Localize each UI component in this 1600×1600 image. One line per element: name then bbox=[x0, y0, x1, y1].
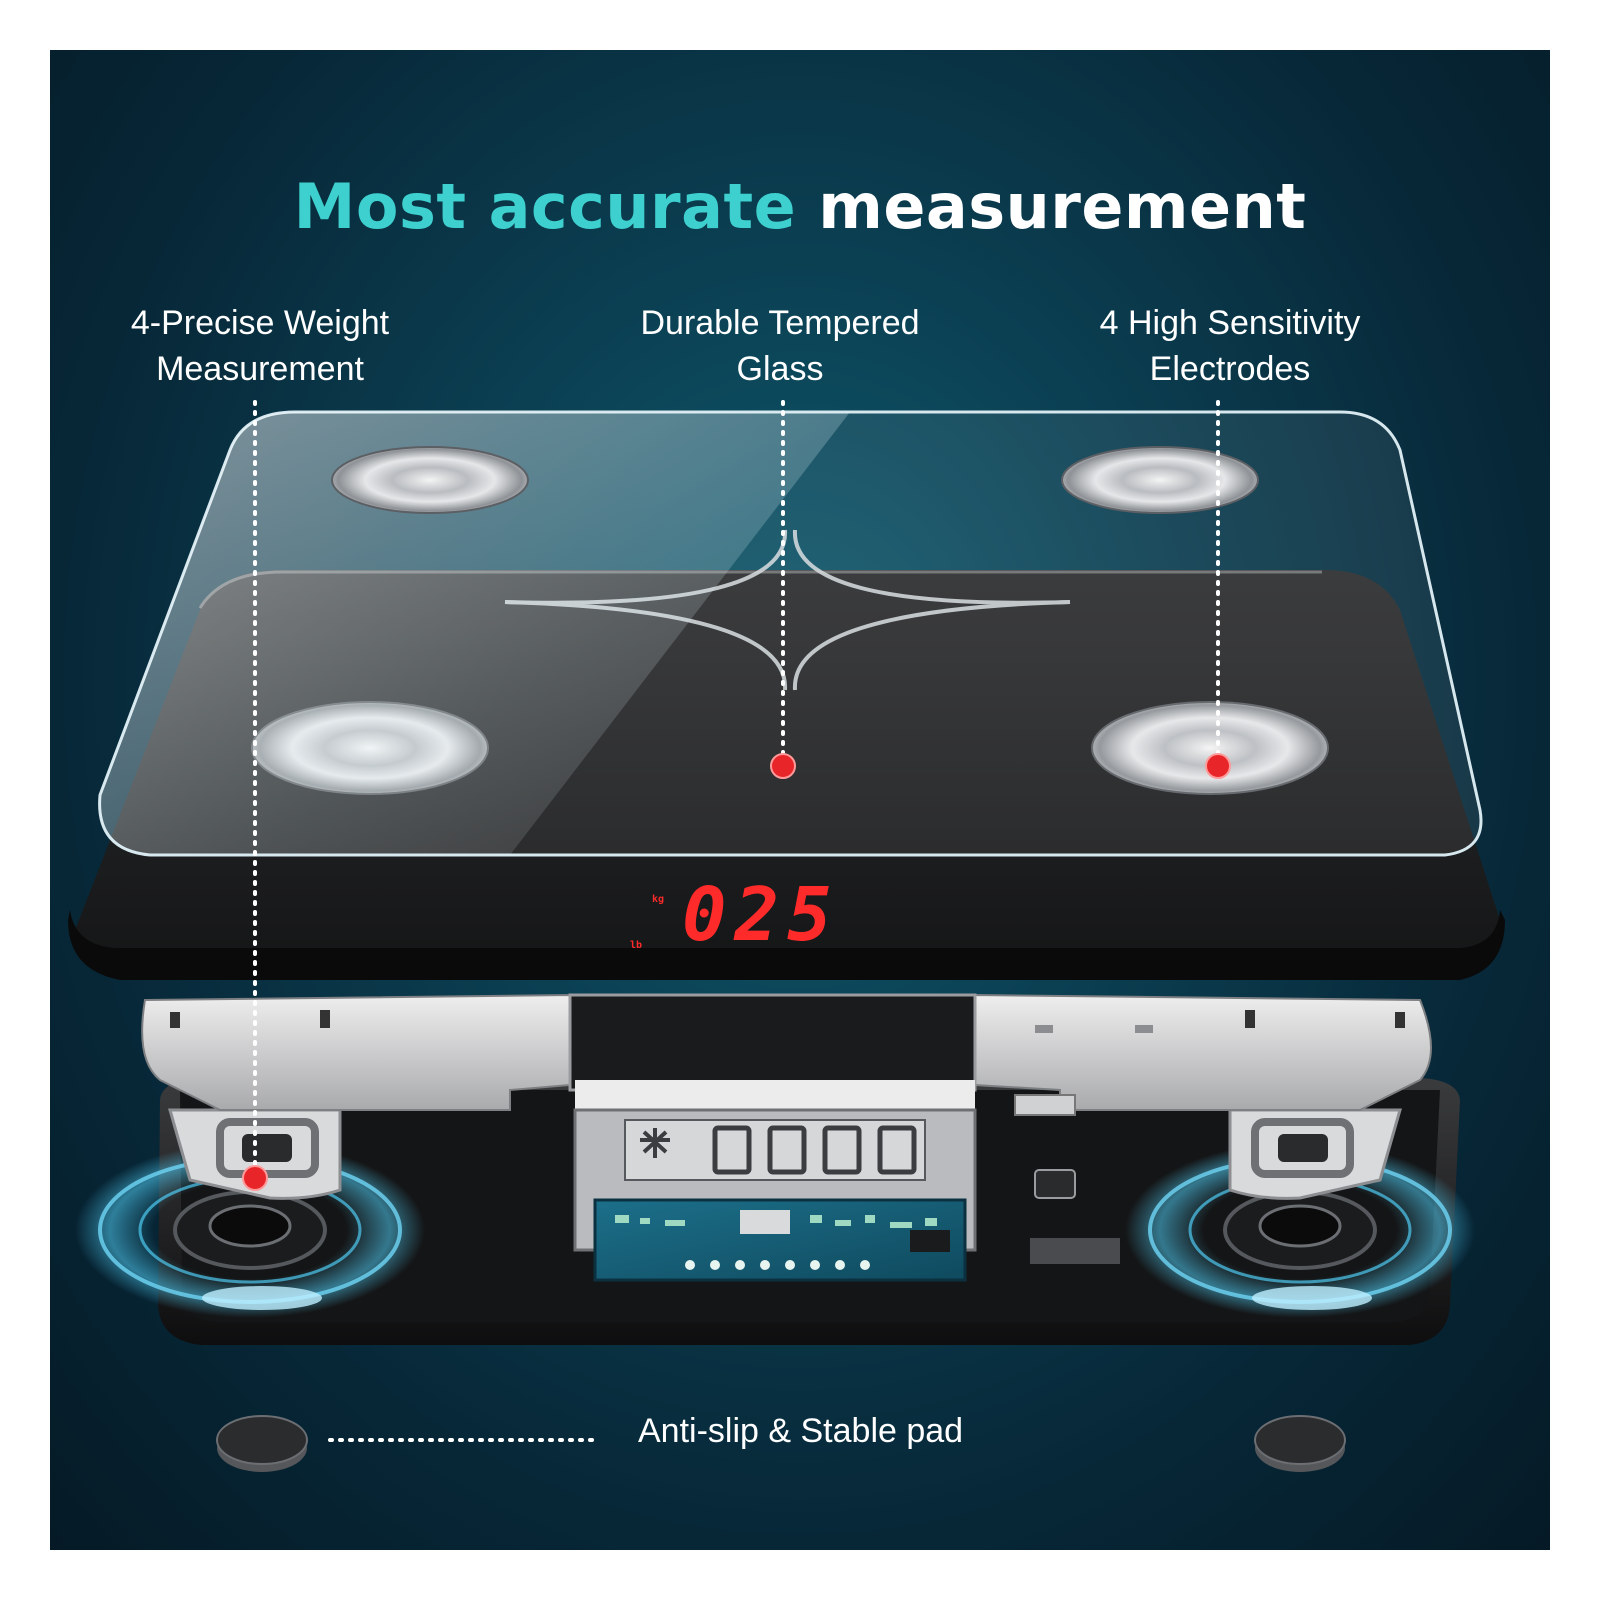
svg-text:lb: lb bbox=[630, 940, 642, 951]
load-cell-glow-right bbox=[1125, 1142, 1475, 1318]
callout-glass-line2: Glass bbox=[736, 350, 824, 388]
callout-electrodes: 4 High Sensitivity Electrodes bbox=[1020, 300, 1440, 392]
callout-weight-line1: 4-Precise Weight bbox=[130, 304, 390, 342]
page-title: Most accurate measurement bbox=[50, 170, 1550, 243]
callout-weight: 4-Precise Weight Measurement bbox=[50, 300, 470, 392]
led-display: 025 bbox=[682, 872, 840, 958]
product-panel: kg lb 025 bbox=[50, 50, 1550, 1550]
marker-glass bbox=[770, 753, 796, 779]
internal-frame bbox=[141, 993, 1432, 1116]
tempered-glass bbox=[98, 410, 1483, 857]
usb-port bbox=[1034, 1169, 1076, 1199]
svg-text:kg: kg bbox=[652, 894, 664, 905]
callout-glass: Durable Tempered Glass bbox=[570, 300, 990, 392]
callout-electrodes-line1: 4 High Sensitivity bbox=[1099, 304, 1361, 342]
leader-lines bbox=[253, 400, 1220, 1442]
title-rest: measurement bbox=[818, 170, 1307, 243]
callout-weight-line2: Measurement bbox=[156, 350, 364, 388]
electrode-rear-right bbox=[1061, 446, 1259, 514]
anti-slip-label: Anti-slip & Stable pad bbox=[638, 1412, 964, 1450]
load-cell-bracket-right bbox=[1228, 1108, 1402, 1200]
electrode-front-right bbox=[1091, 701, 1329, 795]
circuit-board bbox=[593, 1198, 967, 1282]
anti-slip-pad-right bbox=[1254, 1415, 1346, 1472]
marker-electrode bbox=[1205, 753, 1231, 779]
electrode-rear-left bbox=[331, 446, 529, 514]
scale-illustration: kg lb 025 bbox=[68, 400, 1505, 1472]
callout-glass-line1: Durable Tempered bbox=[640, 304, 920, 342]
title-accent: Most accurate bbox=[293, 170, 797, 243]
led-display-group: kg lb 025 bbox=[630, 872, 840, 958]
callout-electrodes-line2: Electrodes bbox=[1149, 350, 1311, 388]
marker-load-cell bbox=[242, 1165, 268, 1191]
anti-slip-pad-left bbox=[216, 1415, 308, 1472]
battery-contact bbox=[1030, 1238, 1120, 1264]
